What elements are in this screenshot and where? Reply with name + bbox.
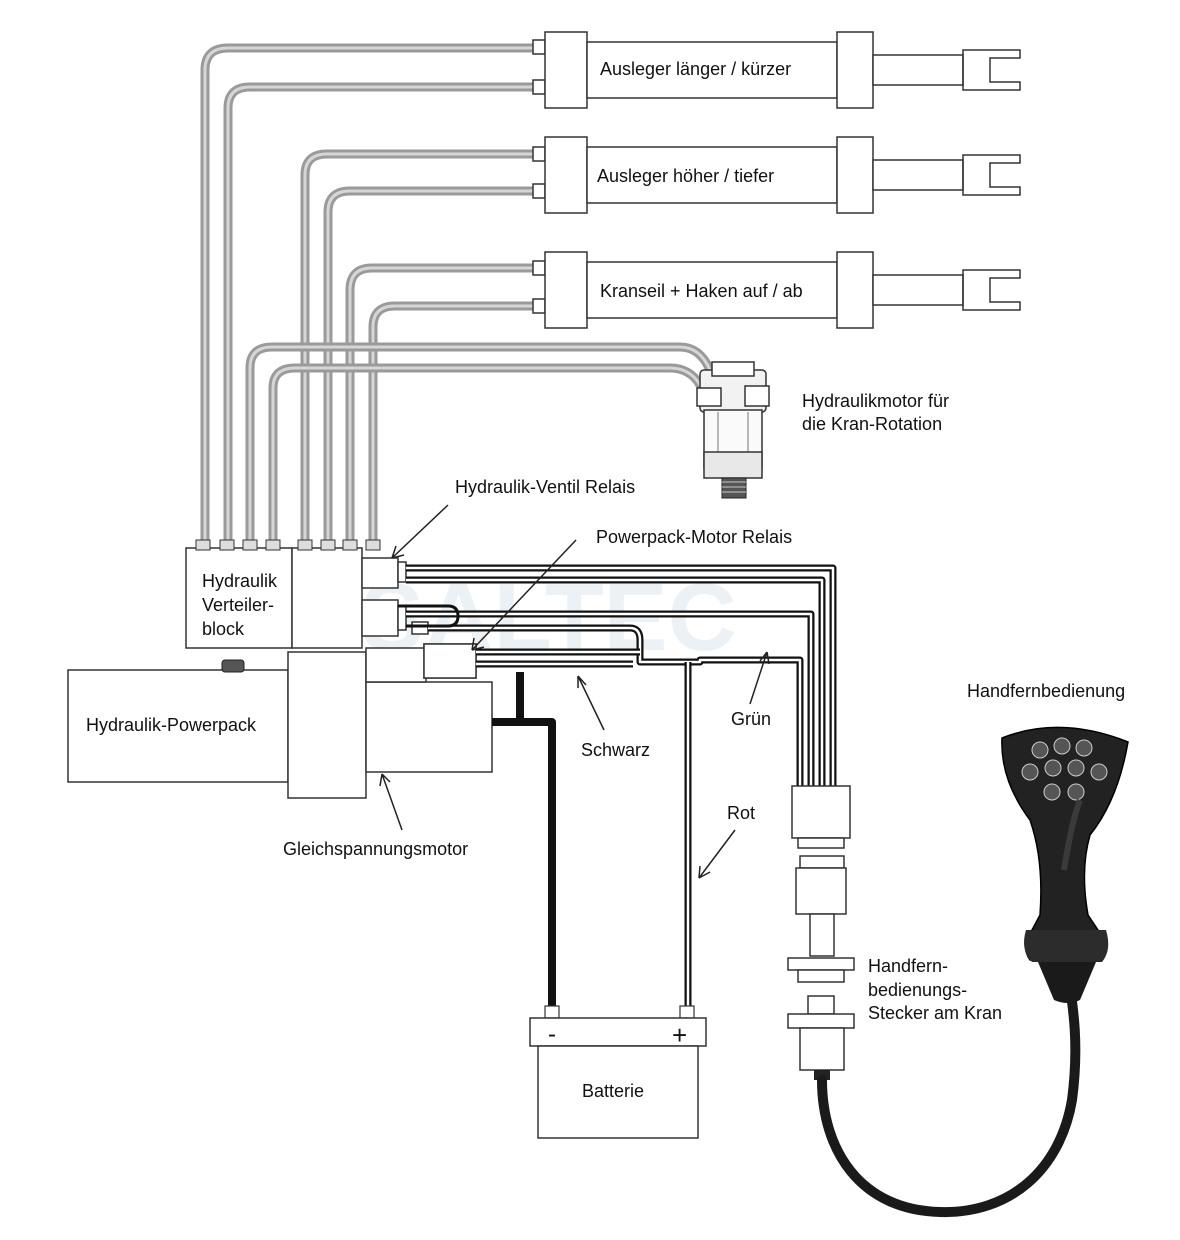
motor-relay	[423, 643, 477, 679]
hydraulic-manifold	[185, 539, 381, 649]
cylinder-winch-label: Kranseil + Haken auf / ab	[600, 281, 803, 301]
remote-label: Handfernbedienung	[967, 681, 1125, 701]
connector-label-line3: Stecker am Kran	[868, 1003, 1002, 1023]
handheld-remote	[1001, 726, 1129, 1003]
hydraulic-hoses	[200, 43, 715, 550]
connector-label-line1: Handfern-	[868, 956, 948, 976]
motor-relay-label: Powerpack-Motor Relais	[596, 527, 792, 547]
battery-minus: -	[548, 1021, 556, 1048]
manifold-label-line1: Hydraulik	[202, 571, 278, 591]
valve-relay-label: Hydraulik-Ventil Relais	[455, 477, 635, 497]
powerpack-label: Hydraulik-Powerpack	[86, 715, 257, 735]
hydraulic-powerpack	[67, 643, 493, 799]
cylinder-winch: Kranseil + Haken auf / ab	[532, 251, 1021, 329]
connector-label-line2: bedienungs-	[868, 980, 967, 1000]
rotation-motor-label-line1: Hydraulikmotor für	[802, 391, 949, 411]
cylinder-boom-extend: Ausleger länger / kürzer	[532, 31, 1021, 109]
red-wire-label: Rot	[727, 803, 755, 823]
valve-relay-arrow	[391, 504, 449, 559]
battery-plus: +	[672, 1020, 687, 1050]
red-wire-arrow	[698, 829, 736, 879]
manifold-label-line2: Verteiler-	[202, 595, 274, 615]
control-wires	[398, 564, 837, 790]
rotation-motor	[696, 361, 770, 499]
black-wire-label: Schwarz	[581, 740, 650, 760]
cylinder-boom-lift-label: Ausleger höher / tiefer	[597, 166, 774, 186]
cylinder-boom-lift: Ausleger höher / tiefer	[532, 136, 1021, 214]
battery	[529, 1005, 707, 1139]
cylinder-boom-extend-label: Ausleger länger / kürzer	[600, 59, 791, 79]
manifold-label-line3: block	[202, 619, 245, 639]
dc-motor-arrow	[379, 773, 403, 831]
battery-label: Batterie	[582, 1081, 644, 1101]
remote-connector	[787, 785, 855, 1080]
black-wire-arrow	[577, 675, 605, 731]
power-wires	[476, 648, 692, 1010]
green-wire-arrow	[749, 651, 770, 705]
dc-motor-label: Gleichspannungsmotor	[283, 839, 468, 859]
remote-cable	[817, 955, 1081, 1218]
motor-relay-arrow	[471, 539, 577, 651]
rotation-motor-label-line2: die Kran-Rotation	[802, 414, 942, 434]
valve-relays	[361, 557, 429, 637]
green-wire-label: Grün	[731, 709, 771, 729]
